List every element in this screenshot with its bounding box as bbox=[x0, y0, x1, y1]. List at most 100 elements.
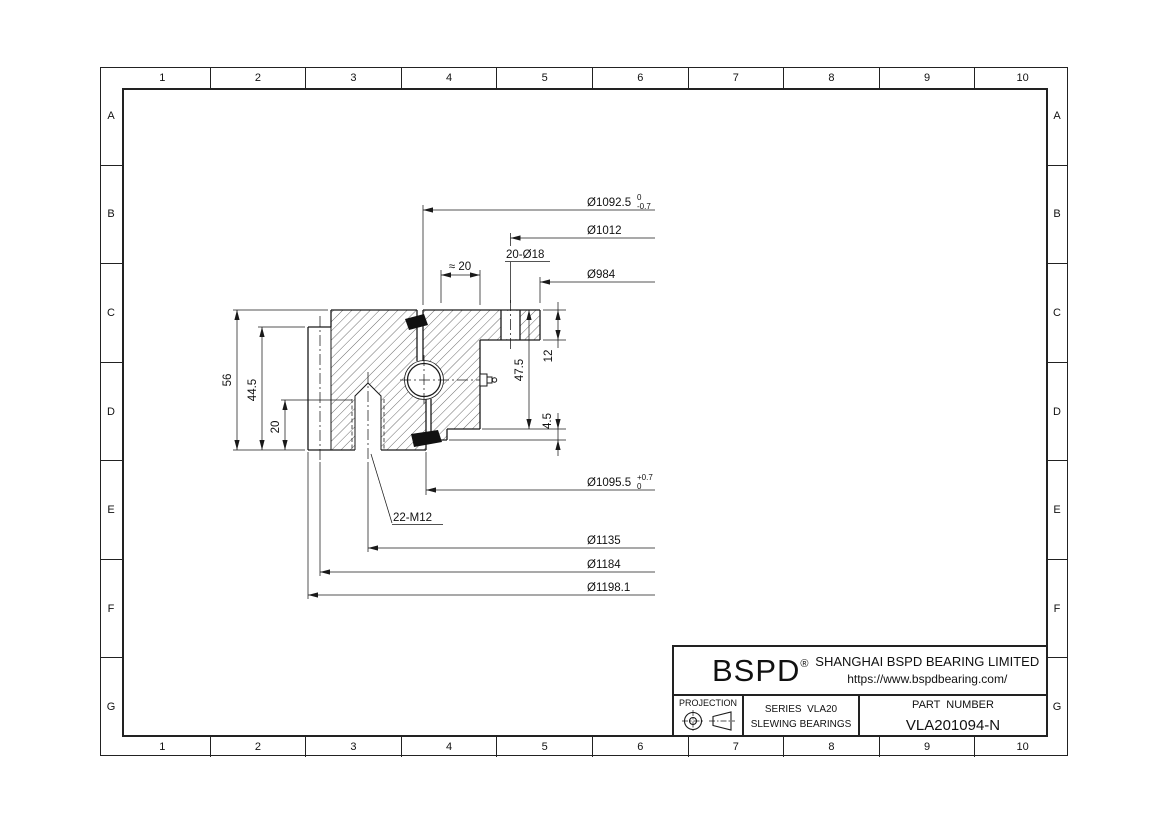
dim-mounting-holes-callout: 22-M12 bbox=[370, 453, 443, 525]
grid-column-label: 2 bbox=[211, 67, 307, 88]
grid-columns-top: 1 2 3 4 5 6 7 8 9 10 bbox=[115, 67, 1070, 88]
dim-label: 4.5 bbox=[542, 413, 554, 429]
dim-bottom-spigot-diameter: Ø1095.5 +0.7 0 bbox=[425, 452, 655, 495]
series-sublabel: SLEWING BEARINGS bbox=[750, 718, 852, 730]
dim-tolerance-upper: 0 bbox=[637, 193, 642, 202]
grid-rows-right: A B C D E F G bbox=[1046, 67, 1068, 756]
grid-column-label: 7 bbox=[689, 737, 785, 757]
dim-bore-diameter: Ø984 bbox=[539, 269, 655, 303]
dim-top-spigot-diameter: Ø1092.5 0 -0.7 bbox=[422, 193, 655, 305]
grid-column-label: 9 bbox=[880, 737, 976, 757]
grid-columns-bottom: 1 2 3 4 5 6 7 8 9 10 bbox=[115, 737, 1070, 757]
grid-column-label: 6 bbox=[593, 737, 689, 757]
series-cell: SERIES VLA20 SLEWING BEARINGS bbox=[742, 696, 858, 737]
grid-column-label: 8 bbox=[784, 67, 880, 88]
dim-label: 47.5 bbox=[514, 359, 526, 381]
series-label: SERIES VLA20 bbox=[764, 703, 838, 715]
grid-row-label: E bbox=[100, 461, 122, 560]
dim-label: Ø1135 bbox=[587, 535, 621, 547]
grid-column-label: 3 bbox=[306, 67, 402, 88]
dim-pitch-diameter: Ø1184 bbox=[319, 462, 655, 576]
registered-mark: ® bbox=[800, 658, 809, 670]
grid-row-label: B bbox=[100, 166, 122, 265]
flange-hole bbox=[500, 300, 521, 350]
mounting-thread-hole bbox=[351, 372, 385, 464]
grid-row-label: G bbox=[106, 701, 116, 714]
dim-label: 20-Ø18 bbox=[506, 249, 544, 261]
part-number-label: PART NUMBER bbox=[912, 699, 994, 711]
dim-flange-thickness: 12 bbox=[543, 302, 566, 362]
grid-column-label: 10 bbox=[1016, 741, 1029, 753]
dim-inner-ring-height: 47.5 bbox=[514, 310, 532, 429]
grid-column-label: 10 bbox=[1016, 71, 1029, 84]
dim-label: Ø1184 bbox=[587, 559, 621, 571]
brand-name: BSPD bbox=[712, 653, 801, 688]
dim-label: 56 bbox=[222, 374, 234, 387]
dim-thread-depth: 20 bbox=[270, 399, 352, 450]
grid-row-label: A bbox=[1046, 67, 1068, 166]
grid-column-label: 4 bbox=[402, 737, 498, 757]
sheet-inner-border bbox=[122, 88, 1048, 737]
dim-label: 22-M12 bbox=[393, 512, 432, 524]
sheet-outer-border bbox=[100, 67, 1068, 756]
dim-flange-bolt-circle: Ø1012 bbox=[510, 225, 655, 303]
grid-row-label: E bbox=[1046, 461, 1068, 560]
dim-lip-height: 4.5 bbox=[449, 413, 566, 456]
seal-bottom bbox=[411, 430, 442, 447]
projection-label: PROJECTION bbox=[678, 698, 737, 708]
grid-column-label: 1 bbox=[115, 67, 211, 88]
grid-column-label: 5 bbox=[497, 67, 593, 88]
grid-row-label: C bbox=[100, 264, 122, 363]
grid-row-label: D bbox=[100, 363, 122, 462]
grid-row-label: G bbox=[1052, 701, 1062, 714]
grid-row-label: D bbox=[1046, 363, 1068, 462]
grid-column-label: 2 bbox=[211, 737, 307, 757]
dim-label: 12 bbox=[543, 350, 555, 363]
grid-column-label: 5 bbox=[497, 737, 593, 757]
dim-label: Ø1092.5 bbox=[587, 197, 631, 209]
dim-label: Ø1095.5 bbox=[587, 477, 631, 489]
company-block: SHANGHAI BSPD BEARING LIMITED https://ww… bbox=[809, 653, 1046, 688]
part-number-cell: PART NUMBER VLA201094-N bbox=[858, 696, 1046, 737]
seal-top bbox=[405, 314, 428, 330]
grid-row-label: F bbox=[1046, 560, 1068, 659]
dim-label: Ø984 bbox=[587, 269, 616, 281]
grease-nipple bbox=[479, 373, 498, 387]
dim-tolerance-lower: 0 bbox=[637, 482, 642, 491]
dim-label: 20 bbox=[270, 421, 282, 434]
dim-approx-width: ≈ 20 bbox=[440, 261, 481, 305]
grid-row-label: B bbox=[1046, 166, 1068, 265]
dim-label: Ø1012 bbox=[587, 225, 622, 237]
dim-gear-ring-height: 44.5 bbox=[247, 326, 305, 450]
grid-column-label: 8 bbox=[784, 737, 880, 757]
title-block-header: BSPD® SHANGHAI BSPD BEARING LIMITED http… bbox=[674, 647, 1046, 694]
dim-tolerance-upper: +0.7 bbox=[637, 473, 653, 482]
company-name: SHANGHAI BSPD BEARING LIMITED bbox=[815, 654, 1040, 669]
title-block-details: PROJECTION SERIES VLA20 SLEWING BEARINGS… bbox=[674, 694, 1046, 737]
brand-logo: BSPD® bbox=[712, 655, 809, 686]
grid-column-label: 1 bbox=[115, 737, 211, 757]
dim-flange-holes-callout: 20-Ø18 bbox=[505, 249, 550, 262]
grid-column-label: 6 bbox=[593, 67, 689, 88]
dim-gear-bolt-circle: Ø1135 bbox=[367, 464, 655, 552]
inner-ring-hatch bbox=[423, 310, 540, 440]
first-angle-projection-icon bbox=[682, 710, 735, 732]
grid-row-label: A bbox=[100, 67, 122, 166]
dim-total-height: 56 bbox=[222, 309, 328, 451]
grid-rows-left: A B C D E F G bbox=[100, 67, 122, 756]
grid-row-label: F bbox=[100, 560, 122, 659]
company-website: https://www.bspdbearing.com/ bbox=[847, 672, 1008, 687]
dim-label: Ø1198.1 bbox=[587, 582, 630, 594]
dimensions: Ø1092.5 0 -0.7 Ø1012 20-Ø18 bbox=[222, 193, 655, 599]
ball-raceway bbox=[400, 355, 496, 406]
grid-column-label: 3 bbox=[306, 737, 402, 757]
title-block: BSPD® SHANGHAI BSPD BEARING LIMITED http… bbox=[672, 645, 1048, 737]
dim-tolerance-lower: -0.7 bbox=[637, 202, 651, 211]
grid-column-label: 4 bbox=[402, 67, 498, 88]
bearing-section bbox=[307, 300, 541, 464]
grid-column-label: 9 bbox=[880, 67, 976, 88]
outer-ring-outline bbox=[307, 309, 427, 451]
dim-label: ≈ 20 bbox=[449, 261, 471, 273]
